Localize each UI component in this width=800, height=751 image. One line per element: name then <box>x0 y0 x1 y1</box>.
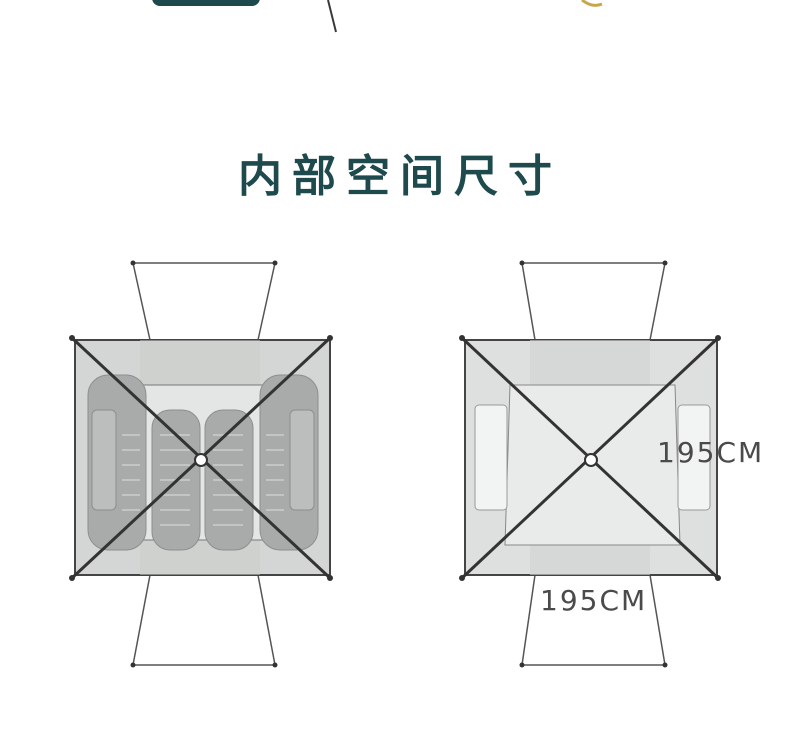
header-badge <box>152 0 260 6</box>
top-decoration <box>0 0 800 60</box>
depth-dimension-label: 195CM <box>540 584 647 617</box>
pole-illustration <box>327 0 603 33</box>
cross-poles <box>69 260 333 668</box>
cross-poles <box>459 260 721 668</box>
tent-plan-sleeping <box>69 260 333 668</box>
sleeping-pad-icon <box>259 374 319 551</box>
sleeping-pad-icon <box>87 374 147 551</box>
tent-plan-dimensions: 195CM 195CM <box>459 260 764 668</box>
width-dimension-label: 195CM <box>657 436 764 469</box>
page-title: 内部空间尺寸 <box>238 151 562 202</box>
